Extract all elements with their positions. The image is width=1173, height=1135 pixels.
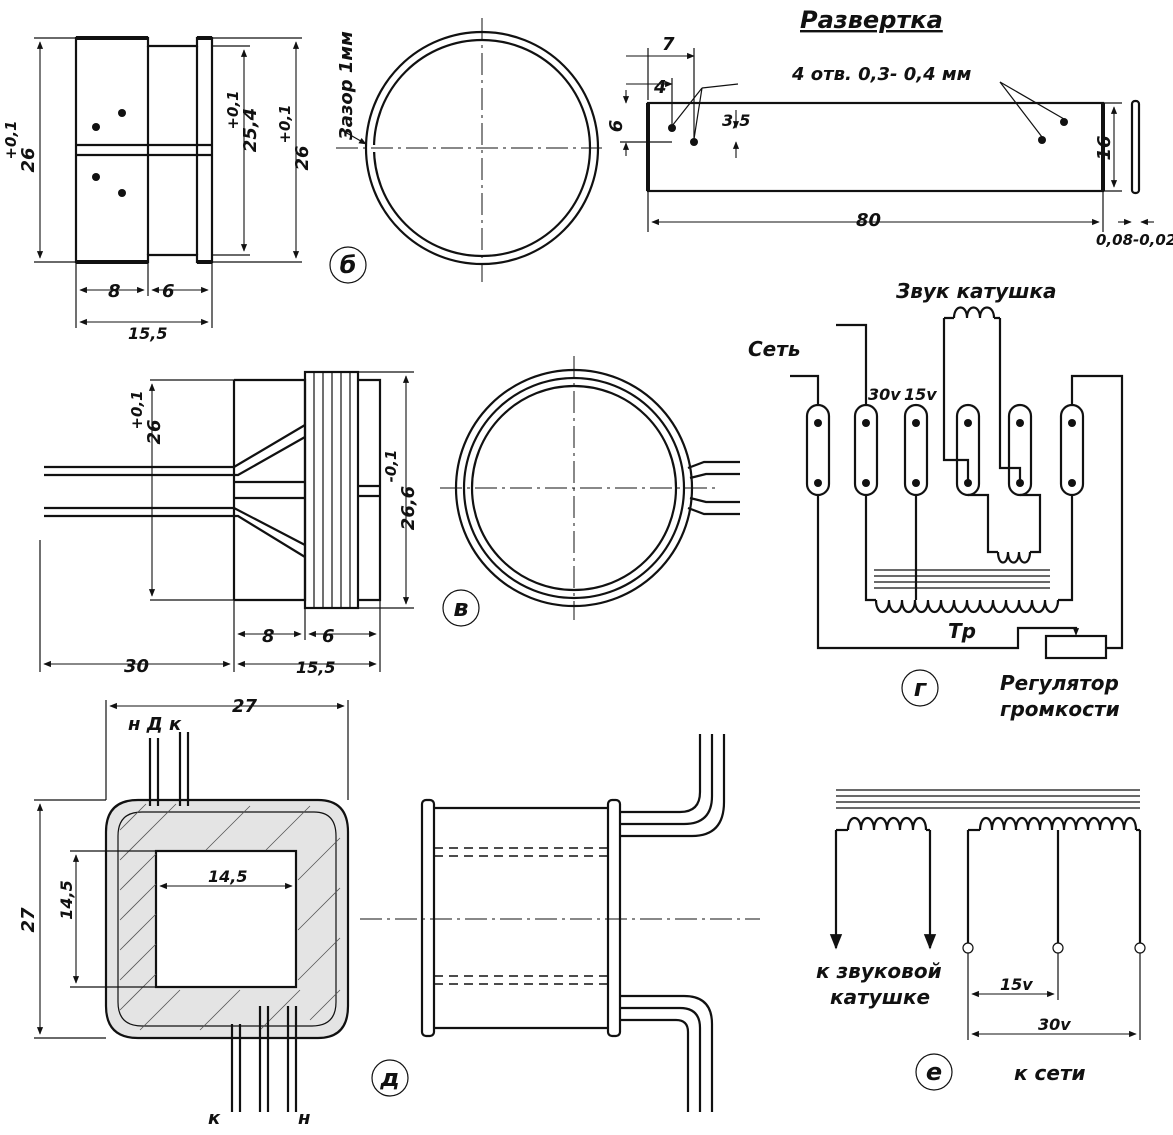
fig-v-coil-side-view — [39, 370, 414, 672]
fig-d-bobbin-side-view — [420, 734, 726, 1112]
fig-b-dim-8: 8 — [108, 281, 121, 302]
fig-e-30v: 30v — [1038, 1015, 1071, 1034]
fig-d-dim-27-left: 27 — [18, 907, 39, 933]
fig-d-label: д — [371, 1059, 409, 1097]
fig-d-lead-k: к — [208, 1108, 221, 1129]
unfolded-strip — [620, 48, 1154, 232]
fig-v-dim-266-tol: -0,1 — [382, 450, 400, 483]
svg-text:е: е — [926, 1058, 942, 1086]
unfolded-dim-6: 6 — [606, 120, 627, 133]
fig-d-dim-145-h: 14,5 — [208, 867, 247, 886]
unfolded-thickness: 0,08-0,02 — [1096, 231, 1173, 249]
unfolded-strip-title: Развертка — [800, 6, 943, 34]
fig-g-label: г — [901, 669, 939, 707]
fig-v-dim-8: 8 — [262, 626, 275, 647]
fig-v-coil-top-view — [440, 356, 740, 620]
unfolded-holes-label: 4 отв. 0,3- 0,4 мм — [791, 64, 972, 85]
fig-v-dim-30: 30 — [124, 656, 149, 677]
fig-b-dim-26-right-tol: +0,1 — [276, 104, 294, 143]
fig-e-schematic — [829, 789, 1146, 1040]
fig-b-dim-155: 15,5 — [128, 324, 167, 343]
fig-b-label: б — [329, 246, 367, 284]
fig-b-dim-6: 6 — [162, 281, 175, 302]
unfolded-dim-7: 7 — [662, 34, 675, 55]
unfolded-dim-35: 3,5 — [722, 111, 750, 130]
svg-text:д: д — [379, 1064, 399, 1092]
fig-b-ring-top-view — [336, 18, 602, 282]
fig-v-dim-26: 26 — [144, 419, 165, 444]
fig-v-label: в — [442, 589, 480, 627]
fig-b-former-side-view — [34, 36, 302, 328]
fig-d-core-front-view — [34, 700, 760, 1112]
svg-text:в: в — [453, 594, 468, 622]
fig-g-volume-label-1: Регулятор — [1000, 671, 1119, 695]
fig-b-dim-26-right: 26 — [292, 145, 313, 170]
unfolded-dim-4: 4 — [653, 77, 667, 98]
fig-e-to-voice-coil-2: катушке — [830, 985, 930, 1009]
fig-v-dim-26-tol: +0,1 — [128, 390, 146, 429]
fig-g-volume-label-2: громкости — [1000, 697, 1120, 721]
fig-e-15v: 15v — [1000, 975, 1033, 994]
fig-b-gap-label: Зазор 1мм — [336, 31, 357, 141]
svg-text:г: г — [914, 674, 928, 702]
svg-text:б: б — [340, 251, 357, 279]
fig-d-lead-n: н — [298, 1108, 310, 1129]
unfolded-dim-16: 16 — [1094, 135, 1115, 160]
fig-g-wiring-diagram — [790, 306, 1124, 660]
fig-g-mains-label: Сеть — [748, 337, 800, 361]
fig-d-dim-27-top: 27 — [232, 696, 258, 717]
fig-b-dim-26-left: 26 — [18, 147, 39, 172]
fig-e-to-mains: к сети — [1014, 1061, 1086, 1085]
fig-d-leads-top: н Д к — [128, 714, 182, 735]
fig-e-to-voice-coil-1: к звуковой — [816, 959, 942, 983]
fig-v-dim-6: 6 — [322, 626, 335, 647]
fig-v-dim-155: 15,5 — [296, 658, 335, 677]
fig-g-tap-15v: 15v — [904, 385, 937, 404]
fig-b-dim-254: 25,4 — [240, 108, 261, 152]
fig-g-transformer-label: Тр — [948, 619, 976, 643]
fig-v-dim-266: 26,6 — [398, 486, 419, 530]
fig-e-label: е — [915, 1053, 953, 1091]
fig-g-voice-coil-label: Звук катушка — [895, 279, 1056, 303]
fig-d-dim-145-v: 14,5 — [57, 880, 76, 919]
fig-b-dim-26-left-tol: +0,1 — [2, 120, 20, 159]
fig-b-dim-254-tol: +0,1 — [224, 90, 242, 129]
fig-g-tap-30v: 30v — [868, 385, 901, 404]
unfolded-dim-80: 80 — [856, 210, 881, 231]
